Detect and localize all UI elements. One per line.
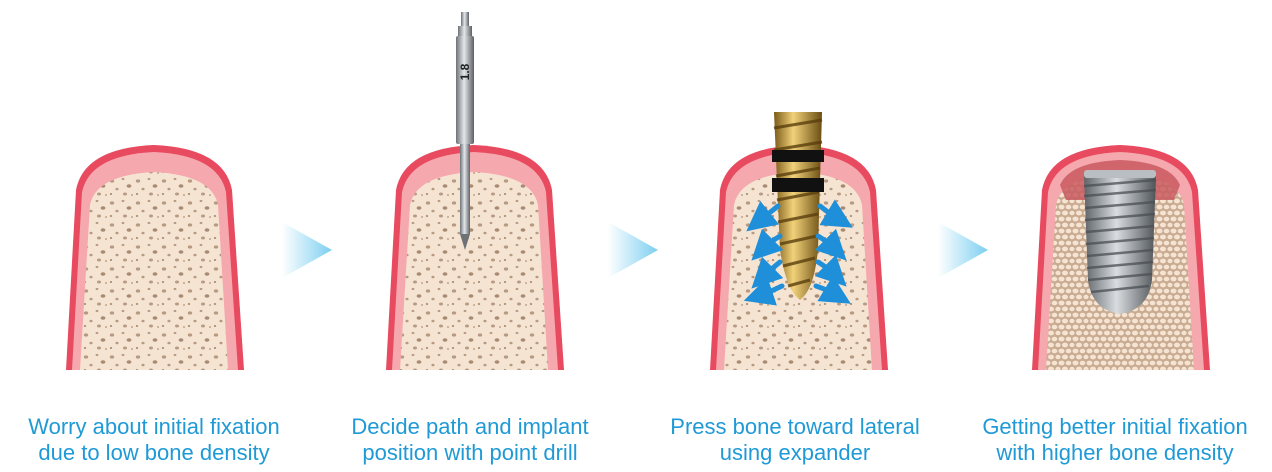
step-4-caption: Getting better initial fixation with hig… xyxy=(955,414,1272,466)
bone-ridge-illustration xyxy=(4,0,314,400)
dental-implant-icon xyxy=(1084,170,1156,314)
step-4-panel: Getting better initial fixation with hig… xyxy=(960,0,1270,472)
step-1-panel: Worry about initial fixation due to low … xyxy=(4,0,314,472)
caption-line-1: Getting better initial fixation xyxy=(955,414,1272,440)
caption-line-1: Press bone toward lateral xyxy=(635,414,955,440)
step-2-caption: Decide path and implant position with po… xyxy=(310,414,630,466)
bone-ridge-with-drill-illustration: 1.8 xyxy=(320,0,630,400)
caption-line-2: using expander xyxy=(635,440,955,466)
bone-ridge-with-expander-illustration xyxy=(640,0,950,400)
step-3-caption: Press bone toward lateral using expander xyxy=(635,414,955,466)
caption-line-1: Worry about initial fixation xyxy=(0,414,314,440)
drill-size-label: 1.8 xyxy=(458,63,472,80)
caption-line-1: Decide path and implant xyxy=(310,414,630,440)
bone-ridge-with-implant-illustration xyxy=(960,0,1270,400)
caption-line-2: with higher bone density xyxy=(955,440,1272,466)
caption-line-2: position with point drill xyxy=(310,440,630,466)
step-1-caption: Worry about initial fixation due to low … xyxy=(0,414,314,466)
bone-tissue xyxy=(80,172,228,370)
step-2-panel: 1.8 Decide path and implant position wit… xyxy=(320,0,630,472)
caption-line-2: due to low bone density xyxy=(0,440,314,466)
bone-tissue xyxy=(400,172,548,370)
step-3-panel: Press bone toward lateral using expander xyxy=(640,0,950,472)
